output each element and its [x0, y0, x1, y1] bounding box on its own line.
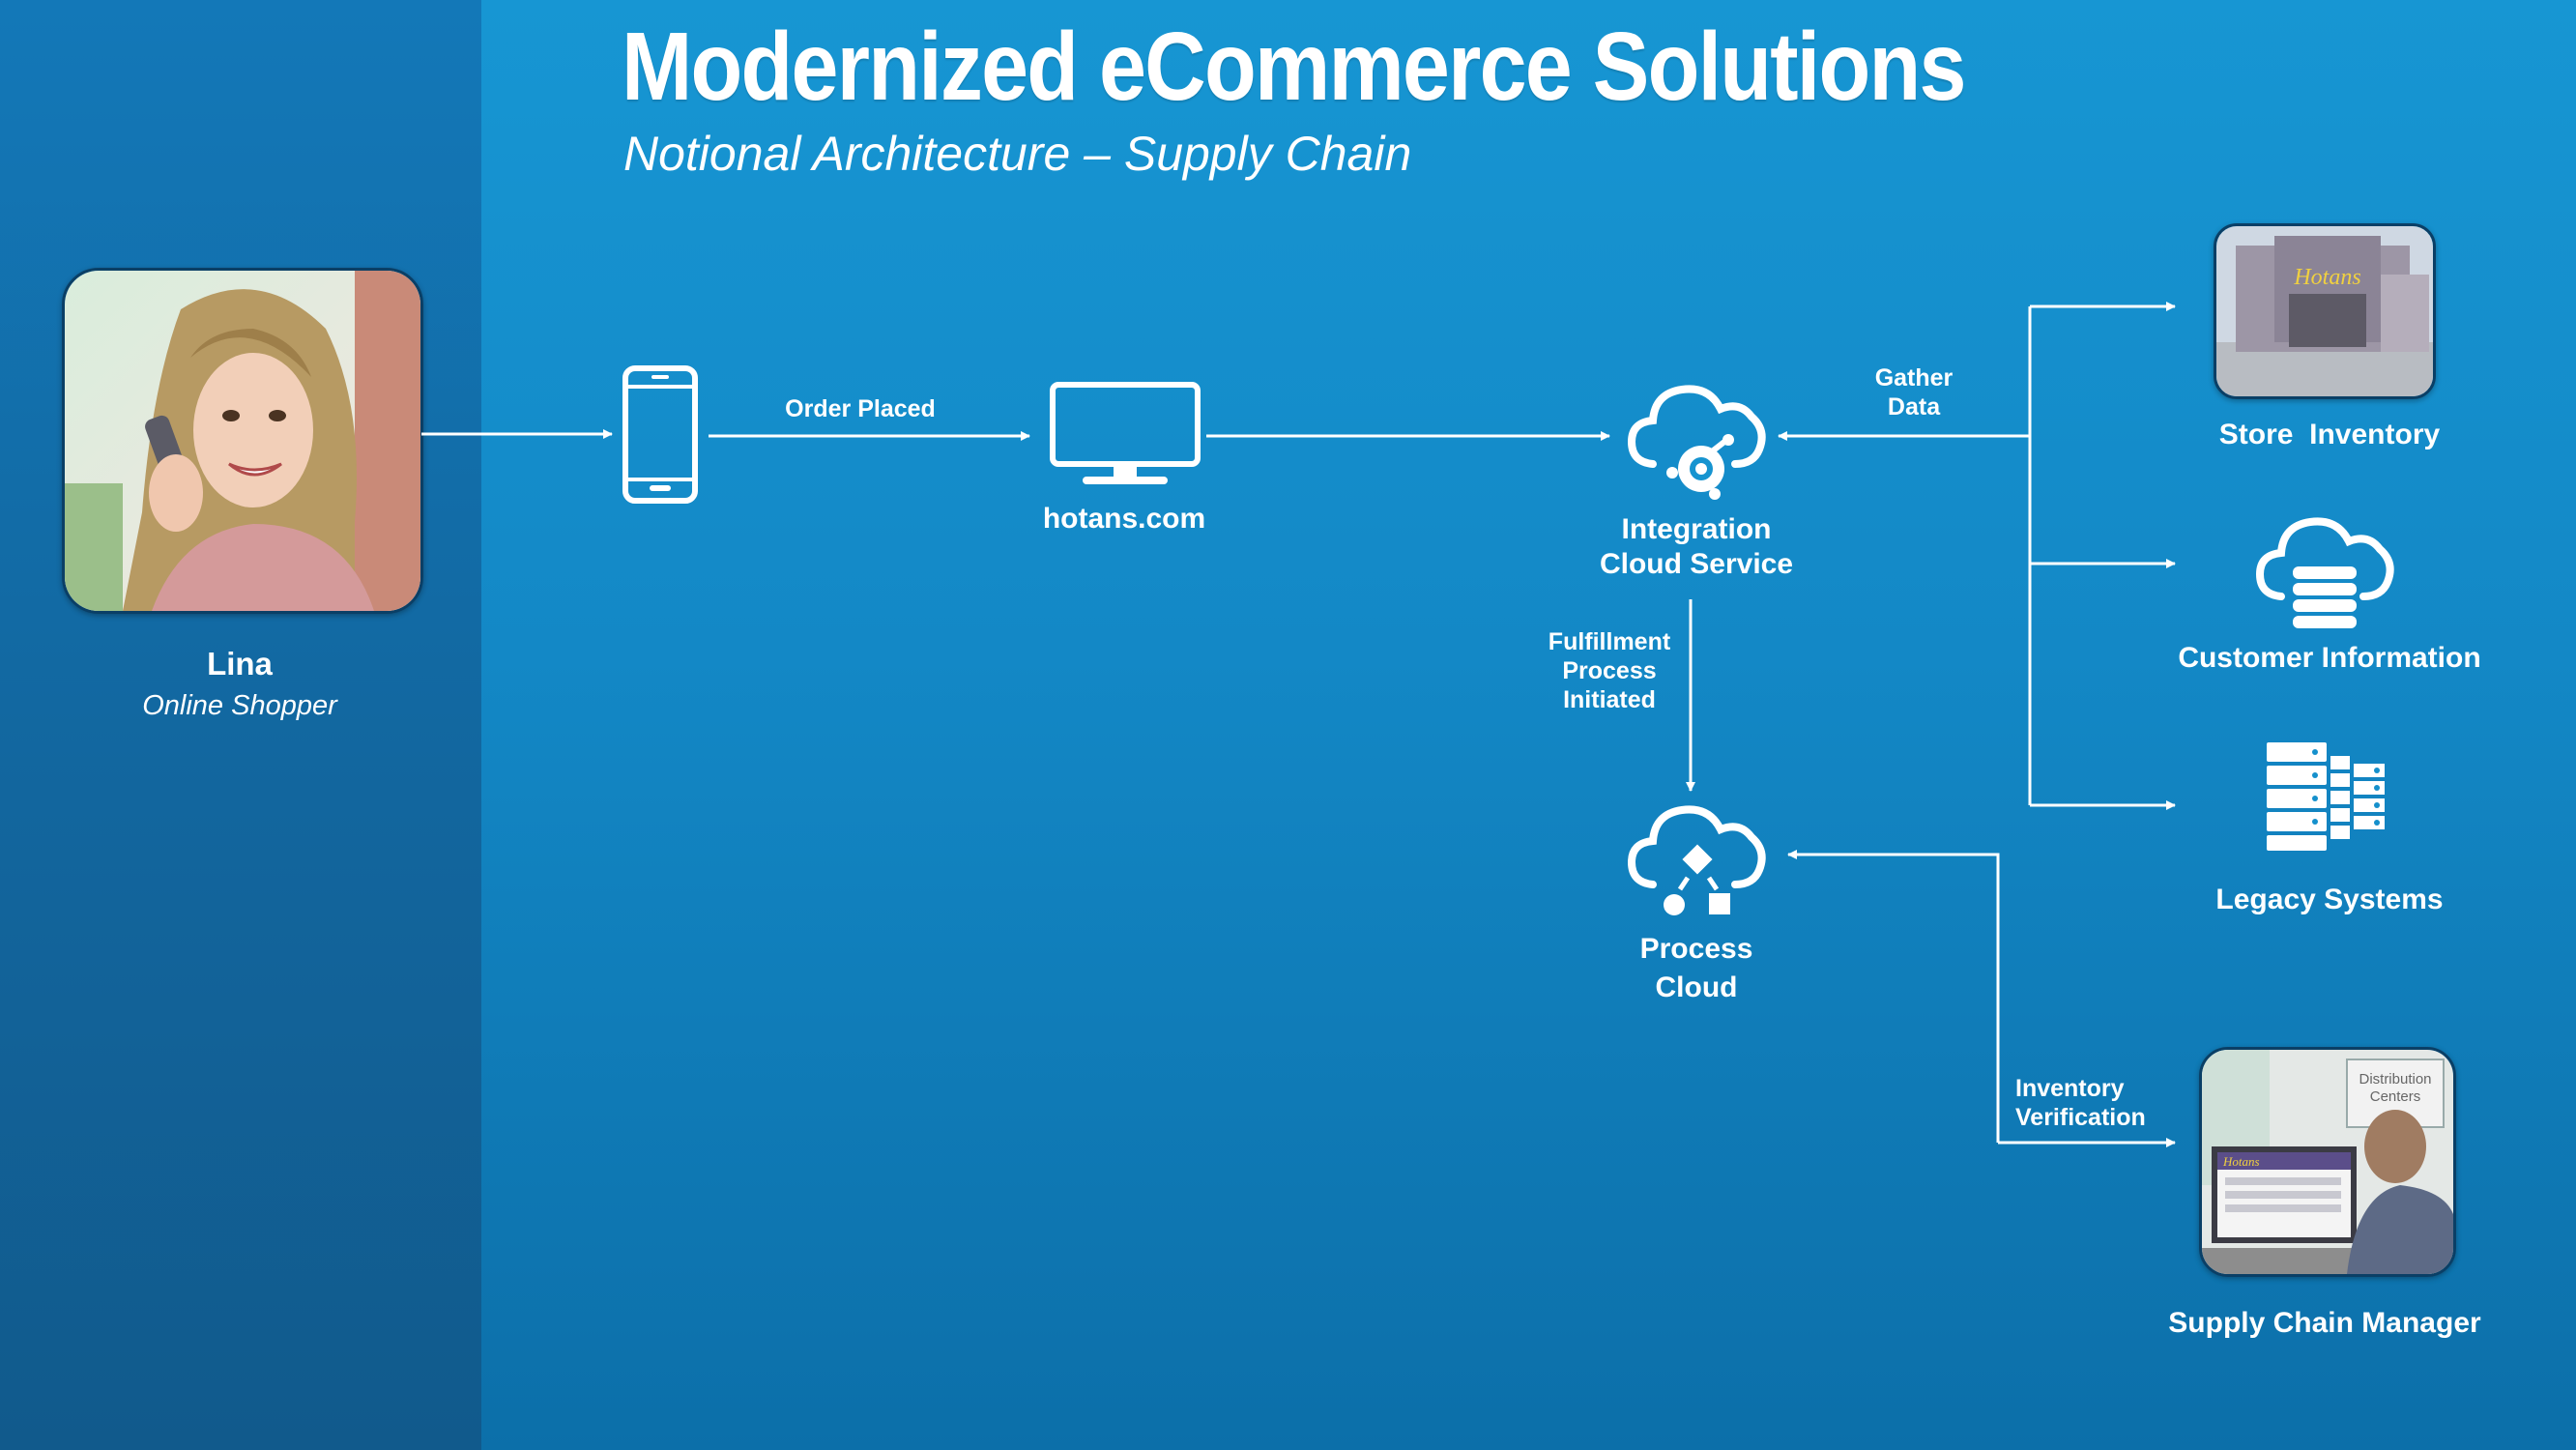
phone-icon — [622, 365, 698, 504]
store-building-illustration: Hotans — [2216, 226, 2433, 396]
distribution-sign-line-1: Distribution — [2359, 1071, 2431, 1088]
verification-line-1: Inventory — [2015, 1075, 2125, 1102]
website-label: hotans.com — [1042, 503, 1206, 535]
arrow-verification-to-process — [1787, 850, 2000, 1143]
distribution-sign-line-2: Centers — [2370, 1088, 2421, 1105]
fulfillment-line-1: Fulfillment — [1548, 628, 1671, 655]
gather-data-line-2: Data — [1887, 393, 1941, 420]
store-photo: Hotans — [2214, 223, 2436, 399]
left-panel — [0, 0, 481, 1450]
shopper-illustration — [65, 271, 420, 611]
inventory-verification-label: Inventory Verification — [2015, 1074, 2146, 1132]
persona-role: Online Shopper — [142, 690, 337, 721]
integration-label: Integration Cloud Service — [1561, 512, 1832, 582]
verification-line-2: Verification — [2015, 1104, 2146, 1131]
legacy-label: Legacy Systems — [2215, 884, 2444, 915]
supply-manager-photo: Distribution Centers Hotans — [2199, 1047, 2456, 1277]
lina-avatar — [62, 268, 423, 614]
monitor-icon — [1050, 382, 1201, 484]
customer-label: Customer Information — [2178, 642, 2481, 674]
integration-line-2: Cloud Service — [1599, 548, 1794, 580]
gather-data-line-1: Gather — [1874, 364, 1954, 392]
server-stack-icon — [2267, 742, 2385, 851]
supply-manager-label: Supply Chain Manager — [2168, 1307, 2481, 1339]
fulfillment-line-3: Initiated — [1563, 686, 1656, 713]
persona-name: Lina — [207, 646, 273, 682]
process-line-2: Cloud — [1655, 972, 1738, 1003]
fulfillment-label: Fulfillment Process Initiated — [1522, 627, 1696, 714]
store-sign-text: Hotans — [2293, 265, 2360, 290]
page-title: Modernized eCommerce Solutions — [622, 13, 1966, 121]
customer-database-cloud-icon — [2255, 517, 2394, 628]
process-line-1: Process — [1639, 933, 1753, 965]
fulfillment-line-2: Process — [1562, 657, 1657, 684]
integration-line-1: Integration — [1621, 513, 1772, 545]
process-cloud-icon — [1627, 805, 1766, 915]
order-placed-label: Order Placed — [785, 395, 936, 422]
store-label: Store Inventory — [2218, 419, 2441, 450]
integration-cloud-icon — [1627, 385, 1766, 500]
monitor-brand-text: Hotans — [2222, 1154, 2260, 1169]
process-label: Process Cloud — [1600, 930, 1793, 1007]
page-subtitle: Notional Architecture – Supply Chain — [623, 127, 1412, 181]
gather-data-label: Gather Data — [1846, 363, 1982, 421]
manager-illustration: Distribution Centers Hotans — [2202, 1050, 2453, 1274]
